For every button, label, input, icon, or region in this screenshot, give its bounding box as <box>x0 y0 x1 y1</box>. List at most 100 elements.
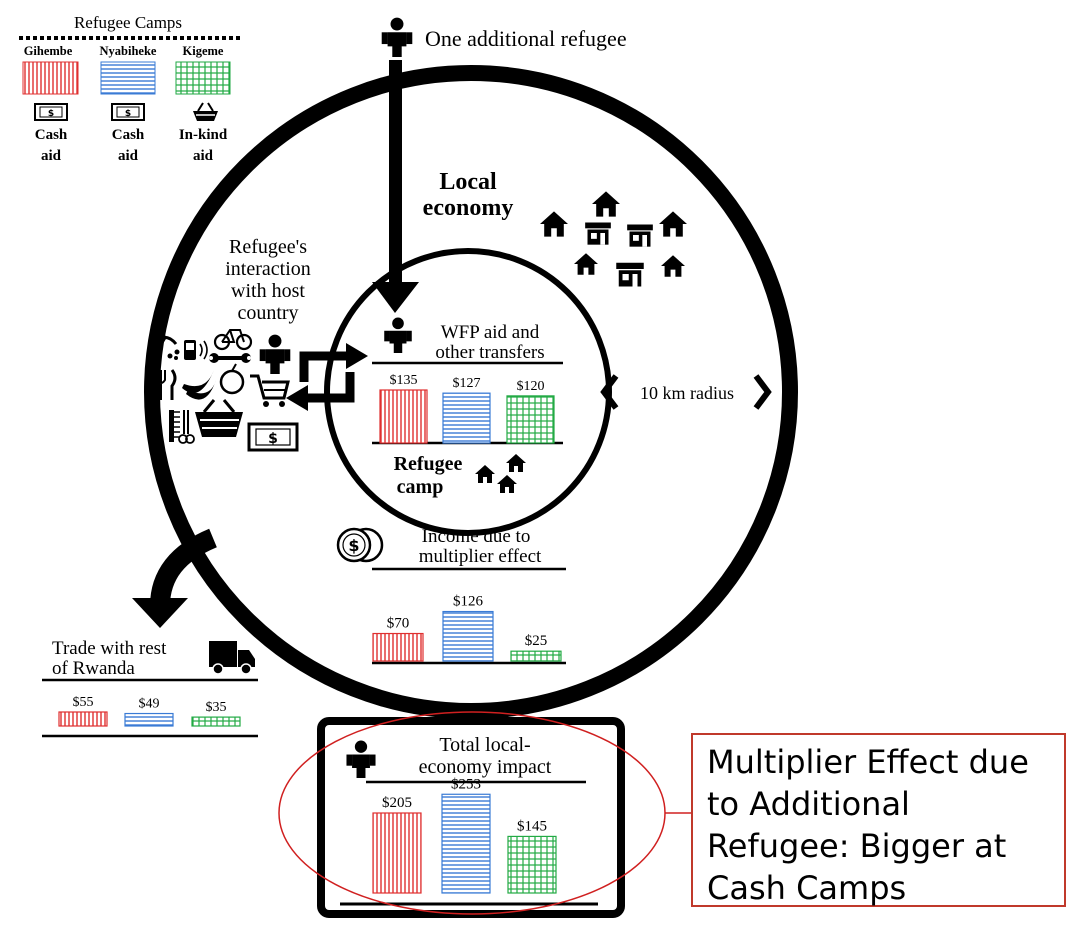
multiplier-bar-nyabiheke <box>442 610 494 662</box>
coins-icon: $ <box>336 527 384 563</box>
house-icon <box>540 211 568 237</box>
trade-arrow-shaft <box>150 528 218 607</box>
radius-marker: 10 km radius <box>600 374 772 410</box>
multiplier-bar-gihembe <box>372 632 424 662</box>
down-arrow-head <box>372 282 419 313</box>
bicycle-icon <box>213 329 253 351</box>
svg-text:$: $ <box>268 431 278 447</box>
legend-aid-gihembe-2: aid <box>41 148 62 164</box>
trade-label-nyabiheke: $49 <box>139 697 160 712</box>
wfp-bar-kigeme <box>506 395 555 444</box>
multiplier-label-kigeme: $25 <box>525 633 548 649</box>
total-line1: Total local- <box>439 734 530 756</box>
house-icon <box>592 191 620 217</box>
total-bars: $205$253$145 <box>372 776 557 894</box>
refugee-camp-circle <box>324 248 612 536</box>
house-icon <box>574 253 598 275</box>
legend-aid-kigeme-1: In-kind <box>179 127 228 143</box>
legend-camp-nyabiheke: Nyabiheke <box>100 44 157 58</box>
total-bar-kigeme <box>507 835 557 894</box>
trade-bar-nyabiheke <box>124 712 174 727</box>
local-economy-line1: Local <box>439 169 497 195</box>
local-economy-circle <box>144 65 798 719</box>
interaction-line4: country <box>237 302 298 324</box>
wfp-bar-gihembe <box>379 389 428 444</box>
legend-title: Refugee Camps <box>74 13 182 32</box>
house-icon <box>661 255 685 277</box>
wfp-bar-nyabiheke <box>442 392 491 444</box>
pickaxe-icon <box>152 335 180 360</box>
trade-line2: of Rwanda <box>52 658 135 679</box>
shop-icon <box>627 224 653 247</box>
trade-arrow-head <box>132 598 188 628</box>
house-icon <box>659 211 687 237</box>
wfp-line2: other transfers <box>435 342 544 363</box>
multiplier-line1: Income due to <box>422 526 531 547</box>
scissors-icon <box>178 410 195 444</box>
wfp-label-kigeme: $120 <box>517 379 545 394</box>
trade-bar-kigeme <box>191 716 241 727</box>
legend-swatch-kigeme <box>175 61 231 95</box>
cutlery-icon <box>156 369 177 400</box>
person-icon <box>259 334 291 374</box>
total-label-nyabiheke: $253 <box>451 776 481 792</box>
trade-label-gihembe: $55 <box>73 695 94 710</box>
legend-aid-nyabiheke-1: Cash <box>112 127 145 143</box>
trade-bars: $55 $49 $35 <box>58 695 241 727</box>
trade-line1: Trade with rest <box>52 638 167 659</box>
callout-box: Multiplier Effect due to Additional Refu… <box>691 733 1066 907</box>
orange-icon <box>219 363 245 395</box>
legend-camp-gihembe: Gihembe <box>24 44 73 58</box>
shop-icon <box>585 222 611 245</box>
wfp-bars: $135 $127 $120 <box>379 373 555 444</box>
interaction-line1: Refugee's <box>229 236 307 258</box>
market-basket-icon <box>195 399 243 437</box>
cash-note-icon: $ <box>247 422 299 452</box>
multiplier-bars: $70 $126 $25 <box>372 594 562 662</box>
truck-icon <box>209 641 255 675</box>
svg-text:$: $ <box>125 109 131 119</box>
shopping-cart-icon <box>250 374 290 407</box>
legend-aid-nyabiheke-2: aid <box>118 148 139 164</box>
legend-aid-kigeme-2: aid <box>193 148 214 164</box>
comb-icon <box>169 410 180 442</box>
total-line2: economy impact <box>419 756 552 778</box>
wrench-icon <box>209 353 251 363</box>
refugee-person-icon <box>381 17 413 57</box>
svg-text:$: $ <box>48 109 54 119</box>
total-label-gihembe: $205 <box>382 795 412 811</box>
houses-icon-group <box>540 191 687 287</box>
multiplier-label-nyabiheke: $126 <box>453 594 484 610</box>
total-bar-gihembe <box>372 812 422 894</box>
down-arrow-shaft <box>389 60 402 282</box>
exchange-arrows <box>286 343 368 411</box>
cash-icon: $ <box>34 103 68 121</box>
phone-icon <box>184 340 208 360</box>
bananas-icon <box>182 370 216 400</box>
radius-label: 10 km radius <box>640 383 734 403</box>
wfp-label-nyabiheke: $127 <box>453 376 481 391</box>
wfp-label-gihembe: $135 <box>390 373 418 388</box>
legend-swatch-nyabiheke <box>100 61 156 95</box>
svg-text:$: $ <box>348 536 359 555</box>
trade-label-kigeme: $35 <box>206 700 227 715</box>
multiplier-label-gihembe: $70 <box>387 616 410 632</box>
camp-label-line1: Refugee <box>394 453 463 475</box>
basket-icon <box>193 102 218 121</box>
interaction-line3: with host <box>231 280 305 302</box>
top-label: One additional refugee <box>425 26 627 51</box>
total-bar-nyabiheke <box>441 793 491 894</box>
cash-icon: $ <box>111 103 145 121</box>
legend-camp-kigeme: Kigeme <box>183 44 224 58</box>
local-economy-line2: economy <box>423 195 514 221</box>
legend-aid-gihembe-1: Cash <box>35 127 68 143</box>
trade-bar-gihembe <box>58 711 108 727</box>
legend-swatch-gihembe <box>22 61 79 95</box>
camp-label-line2: camp <box>397 476 444 498</box>
wfp-line1: WFP aid and <box>441 322 540 343</box>
goods-icon-group: $ <box>152 329 299 452</box>
interaction-line2: interaction <box>225 258 311 280</box>
multiplier-bar-kigeme <box>510 650 562 662</box>
